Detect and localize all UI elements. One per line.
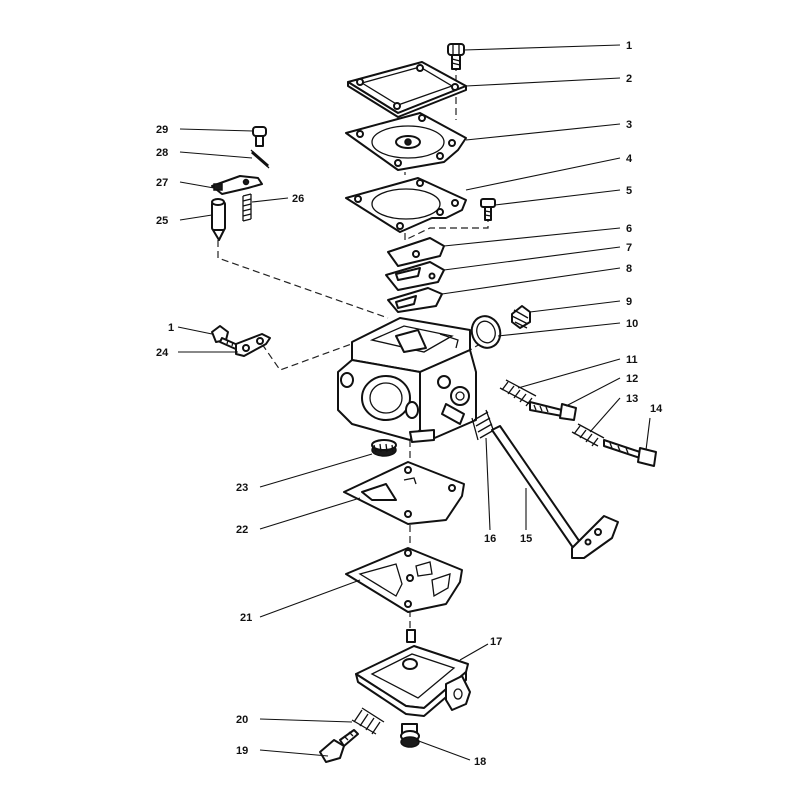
part-23-strainer (371, 439, 397, 457)
part-8-lever-plate (387, 287, 443, 313)
callout-22: 22 (236, 524, 248, 536)
callout-19: 19 (236, 745, 248, 757)
callout-10: 10 (626, 318, 638, 330)
callout-9: 9 (626, 296, 632, 308)
part-10-fuel-screen (470, 315, 502, 349)
part-20-spring (351, 707, 385, 735)
part-25-inlet-needle (211, 198, 226, 241)
part-28-pin (250, 149, 270, 169)
part-13-spring (571, 423, 605, 447)
part-3-pump-diaphragm (345, 112, 467, 171)
part-18-screw (400, 723, 420, 748)
callout-7: 7 (626, 242, 632, 254)
part-11-spring (499, 379, 537, 407)
callout-3: 3 (626, 119, 632, 131)
part-29-screw (252, 126, 267, 147)
carburetor-body (337, 317, 477, 443)
callout-14: 14 (650, 403, 663, 415)
part-9-screw-spring (511, 305, 531, 329)
callout-13: 13 (626, 393, 638, 405)
callout-18: 18 (474, 756, 486, 768)
callout-6: 6 (626, 223, 632, 235)
part-17-metering-cover (355, 629, 471, 717)
callout-26: 26 (292, 193, 304, 205)
callout-27: 27 (156, 177, 168, 189)
callout-leader-lines (177, 44, 651, 761)
part-2-pump-cover (347, 61, 467, 118)
part-7-lever (385, 261, 445, 291)
part-12-needle (529, 401, 577, 421)
part-15-throttle-shaft (491, 425, 619, 559)
callout-1b: 1 (168, 322, 174, 334)
part-16-spring (471, 409, 495, 441)
part-5-screw (480, 198, 496, 221)
callout-4: 4 (626, 153, 633, 165)
callout-17: 17 (490, 636, 502, 648)
part-26-spring (242, 193, 252, 222)
callout-1: 1 (626, 40, 632, 52)
callout-28: 28 (156, 147, 168, 159)
callout-15: 15 (520, 533, 532, 545)
part-21-gasket (345, 547, 463, 613)
callout-5: 5 (626, 185, 632, 197)
callout-20: 20 (236, 714, 248, 726)
callout-11: 11 (626, 354, 638, 366)
callout-16: 16 (484, 533, 496, 545)
part-27-metering-lever (211, 175, 263, 195)
callout-12: 12 (626, 373, 638, 385)
part-19-screw (319, 729, 359, 763)
part-1-screw (447, 43, 465, 70)
callout-2: 2 (626, 73, 632, 85)
callout-23: 23 (236, 482, 248, 494)
callout-29: 29 (156, 124, 168, 136)
part-14-needle (603, 439, 657, 467)
part-24-bracket (235, 333, 271, 357)
callout-8: 8 (626, 263, 632, 275)
part-4-gasket (345, 177, 467, 233)
callout-24: 24 (156, 347, 169, 359)
callout-25: 25 (156, 215, 168, 227)
callout-labels: 1 2 3 4 5 6 7 8 9 10 11 12 13 14 15 16 1… (156, 40, 663, 768)
part-6-lever-cover (387, 237, 445, 267)
part-22-metering-diaphragm (343, 461, 465, 525)
callout-21: 21 (240, 612, 252, 624)
